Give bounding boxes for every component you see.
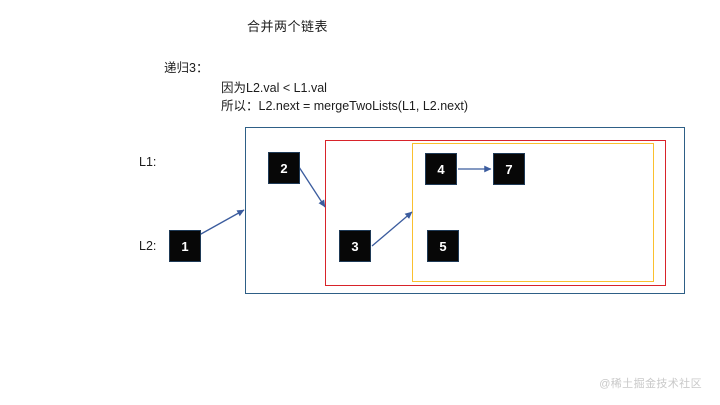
scope-frame-outer (245, 127, 685, 294)
scope-frame-recursion (325, 140, 666, 286)
list-node-1: 1 (169, 230, 201, 262)
list-node-4: 4 (425, 153, 457, 185)
list-node-3: 3 (339, 230, 371, 262)
list-label-l1: L1: (139, 155, 157, 169)
watermark: @稀土掘金技术社区 (599, 378, 702, 390)
annotation-line-action: 所以：L2.next = mergeTwoLists(L1, L2.next) (221, 99, 468, 113)
scope-frame-inner-recursion (412, 143, 654, 282)
list-node-7: 7 (493, 153, 525, 185)
list-node-5: 5 (427, 230, 459, 262)
recursion-step-label: 递归3： (164, 61, 209, 75)
list-node-2: 2 (268, 152, 300, 184)
list-label-l2: L2: (139, 239, 157, 253)
annotation-line-condition: 因为L2.val < L1.val (221, 81, 327, 95)
page-title: 合并两个链表 (247, 19, 329, 34)
